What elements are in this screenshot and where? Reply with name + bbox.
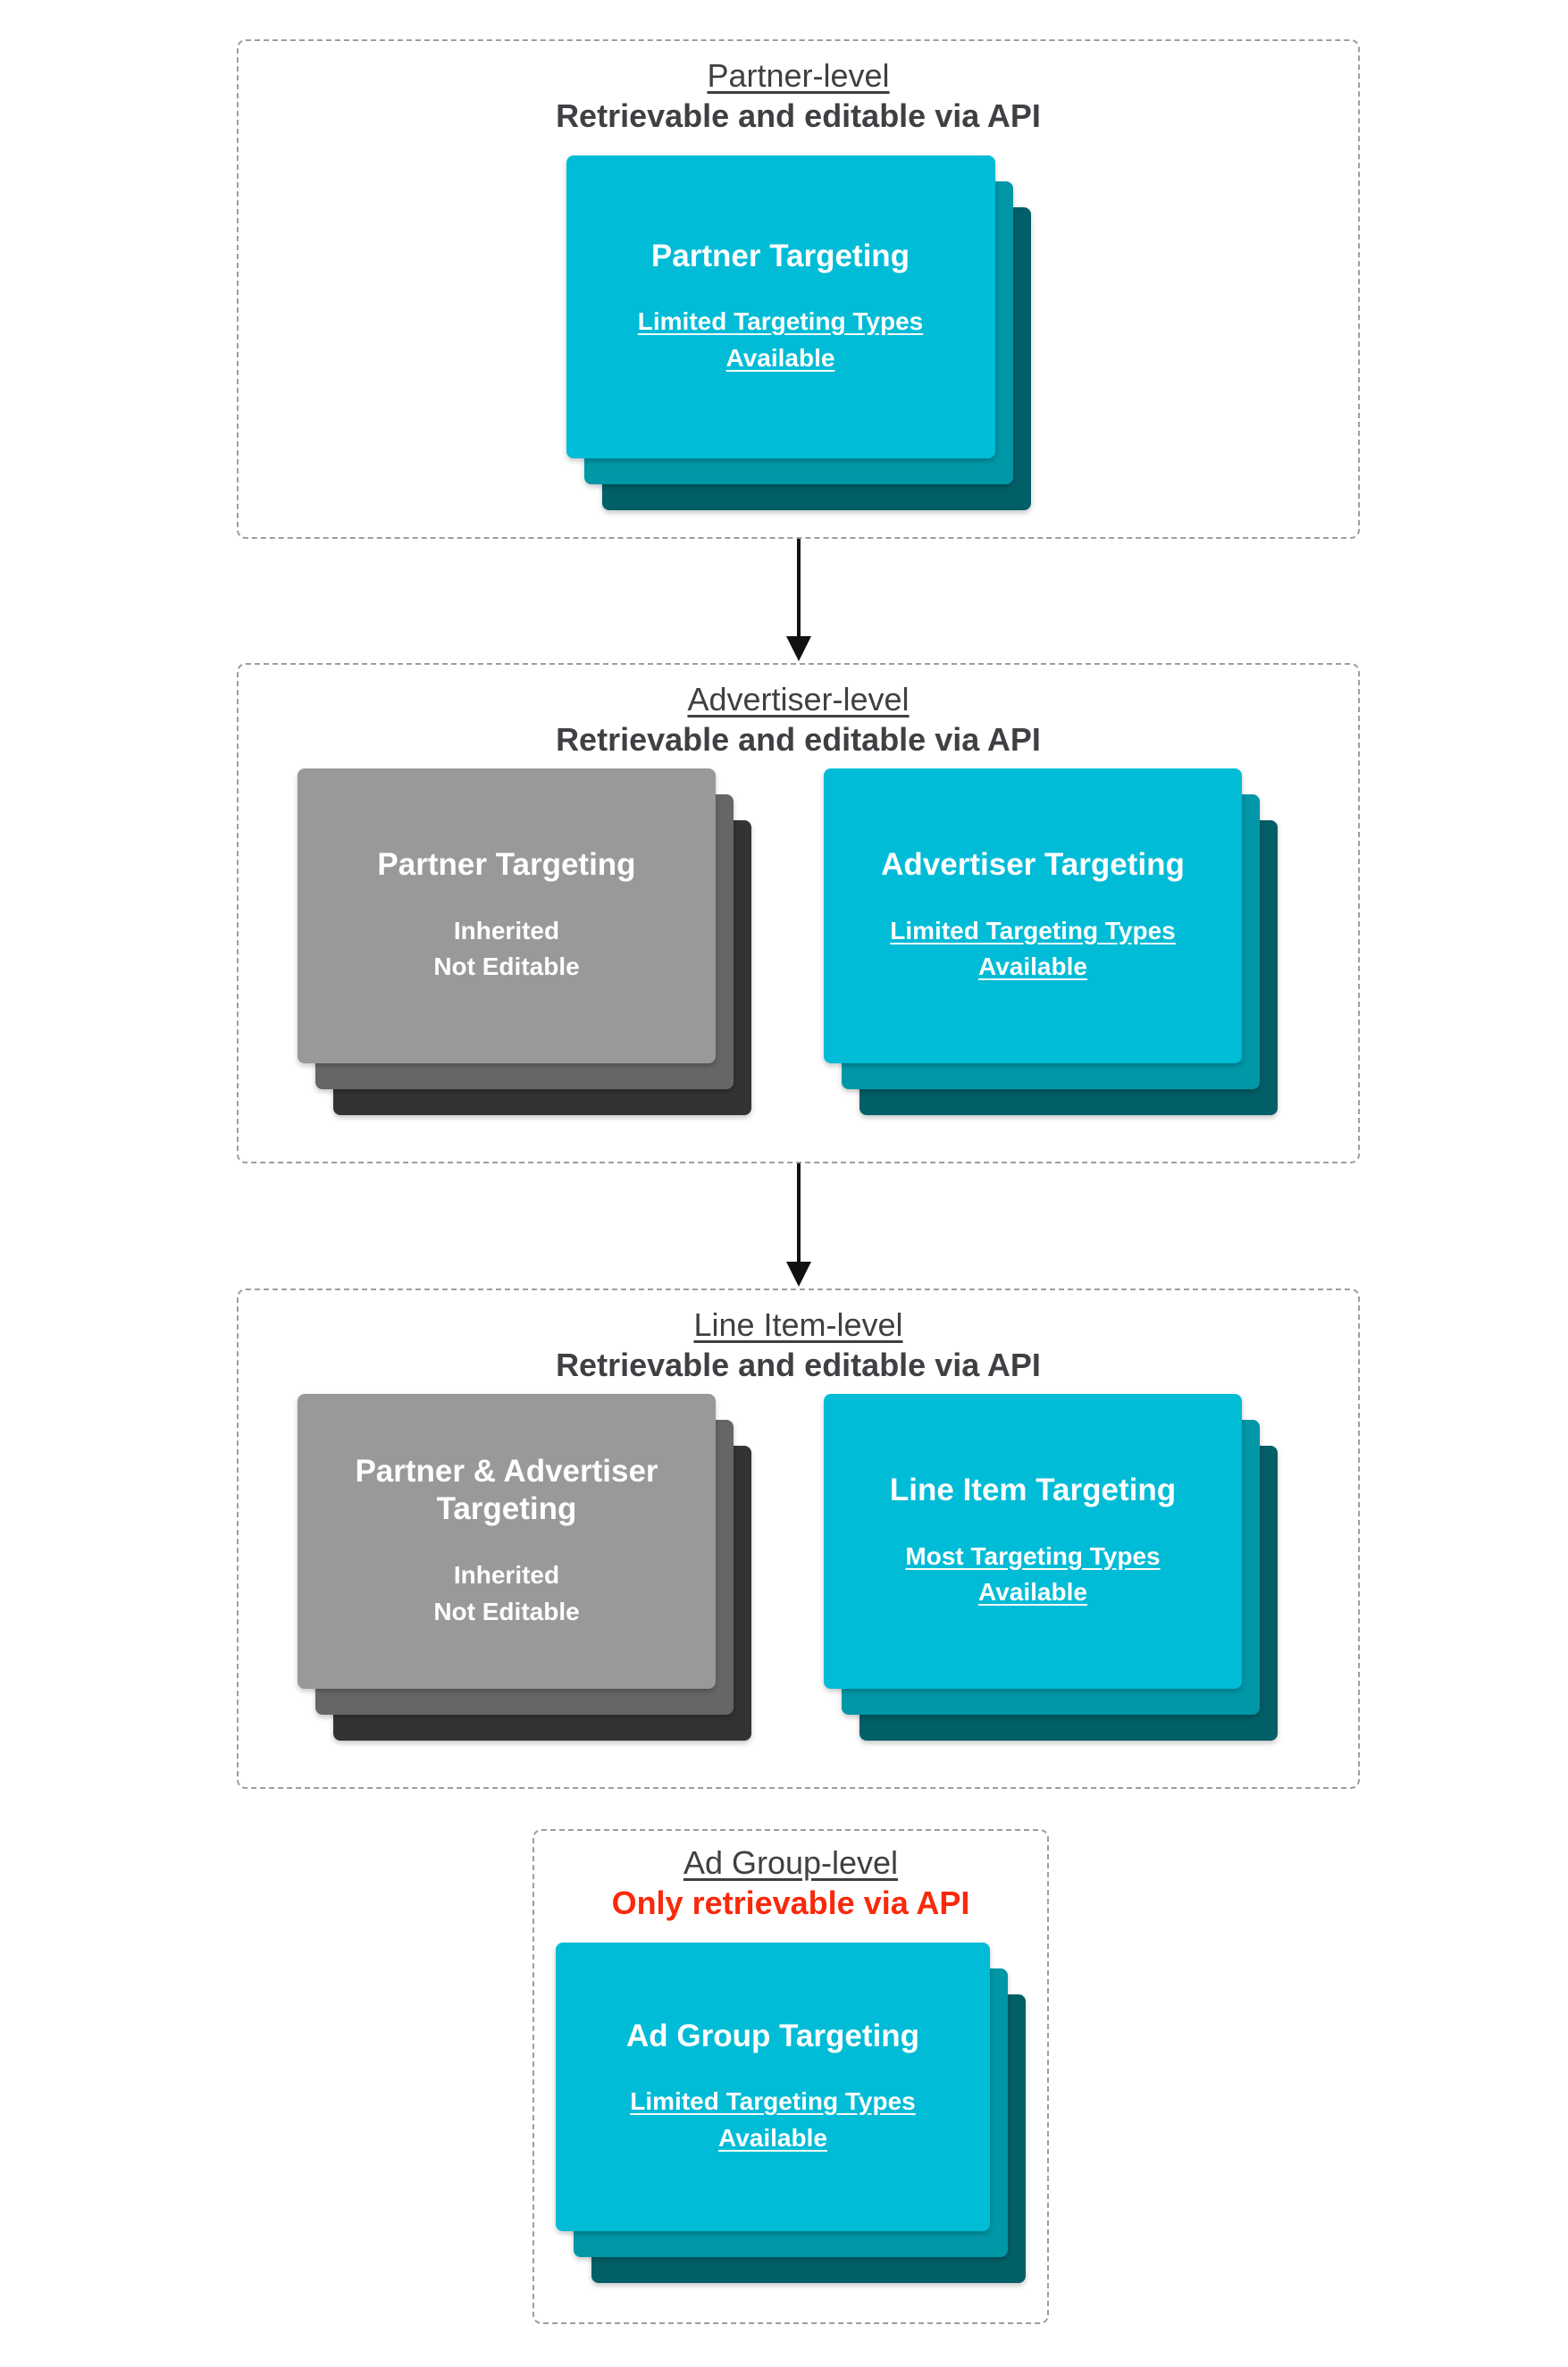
advertiser-targeting-card-stack: Advertiser Targeting Limited Targeting T… — [824, 768, 1278, 1115]
card-description: Inherited Not Editable — [419, 913, 593, 986]
line-item-targeting-card-stack: Line Item Targeting Most Targeting Types… — [824, 1394, 1278, 1741]
advertiser-level-section: Advertiser-level Retrievable and editabl… — [237, 663, 1360, 1163]
card-description: Inherited Not Editable — [419, 1557, 593, 1630]
ad-group-targeting-card-stack: Ad Group Targeting Limited Targeting Typ… — [556, 1943, 1026, 2283]
card-description-line: Limited Targeting Types — [890, 916, 1176, 944]
partner-targeting-card: Partner Targeting Limited Targeting Type… — [566, 155, 995, 458]
card-title: Line Item Targeting — [889, 1473, 1177, 1508]
section-title: Partner-level — [707, 57, 890, 94]
card-description: Limited Targeting Types Available — [876, 913, 1189, 986]
ad-group-targeting-card: Ad Group Targeting Limited Targeting Typ… — [556, 1943, 990, 2231]
arrow-shaft — [797, 1163, 801, 1262]
card-description-line: Available — [978, 1578, 1087, 1607]
card-row: Ad Group Targeting Limited Targeting Typ… — [556, 1943, 1026, 2283]
card-title: Partner & Advertiser Targeting — [355, 1453, 658, 1527]
card-description-line: Most Targeting Types — [905, 1541, 1161, 1570]
card-description: Most Targeting Types Available — [891, 1539, 1174, 1611]
card-description-line: Not Editable — [433, 953, 580, 981]
section-subtitle: Retrievable and editable via API — [556, 721, 1041, 758]
down-arrow-icon — [783, 1163, 815, 1287]
section-subtitle: Retrievable and editable via API — [556, 97, 1041, 134]
card-row: Partner Targeting Limited Targeting Type… — [566, 155, 1031, 510]
arrow-head — [786, 1262, 811, 1287]
inherited-partner-advertiser-targeting-card-stack: Partner & Advertiser Targeting Inherited… — [298, 1394, 751, 1741]
partner-targeting-card-stack: Partner Targeting Limited Targeting Type… — [566, 155, 1031, 510]
card-row: Partner Targeting Inherited Not Editable… — [239, 768, 1358, 1115]
card-description-line: Limited Targeting Types — [630, 2087, 916, 2116]
card-row: Partner & Advertiser Targeting Inherited… — [239, 1394, 1358, 1741]
down-arrow-icon — [783, 539, 815, 661]
card-title: Ad Group Targeting — [626, 2018, 919, 2053]
card-description-line: Limited Targeting Types — [637, 307, 924, 336]
arrow-shaft — [797, 539, 801, 636]
card-description-line: Available — [978, 953, 1087, 981]
advertiser-targeting-card: Advertiser Targeting Limited Targeting T… — [824, 768, 1242, 1063]
inherited-partner-targeting-card: Partner Targeting Inherited Not Editable — [298, 768, 716, 1063]
section-title: Line Item-level — [693, 1306, 903, 1343]
card-description-line: Inherited — [453, 1561, 560, 1590]
line-item-targeting-card: Line Item Targeting Most Targeting Types… — [824, 1394, 1242, 1689]
section-title: Advertiser-level — [687, 681, 910, 718]
section-title: Ad Group-level — [683, 1844, 899, 1881]
arrow-head — [786, 636, 811, 661]
card-title: Partner Targeting — [650, 238, 910, 273]
card-description-line: Not Editable — [433, 1597, 580, 1625]
card-title: Partner Targeting — [377, 847, 636, 883]
card-description: Limited Targeting Types Available — [624, 304, 937, 376]
inherited-partner-advertiser-targeting-card: Partner & Advertiser Targeting Inherited… — [298, 1394, 716, 1689]
card-title: Advertiser Targeting — [881, 847, 1185, 883]
section-subtitle: Only retrievable via API — [611, 1884, 970, 1921]
ad-group-level-section: Ad Group-level Only retrievable via API … — [532, 1829, 1049, 2324]
partner-level-section: Partner-level Retrievable and editable v… — [237, 39, 1360, 539]
line-item-level-section: Line Item-level Retrievable and editable… — [237, 1288, 1360, 1789]
card-description-line: Available — [718, 2123, 827, 2152]
inherited-partner-targeting-card-stack: Partner Targeting Inherited Not Editable — [298, 768, 751, 1115]
card-description: Limited Targeting Types Available — [616, 2084, 929, 2156]
card-description-line: Inherited — [453, 916, 560, 944]
card-description-line: Available — [725, 343, 835, 372]
section-subtitle: Retrievable and editable via API — [556, 1347, 1041, 1383]
